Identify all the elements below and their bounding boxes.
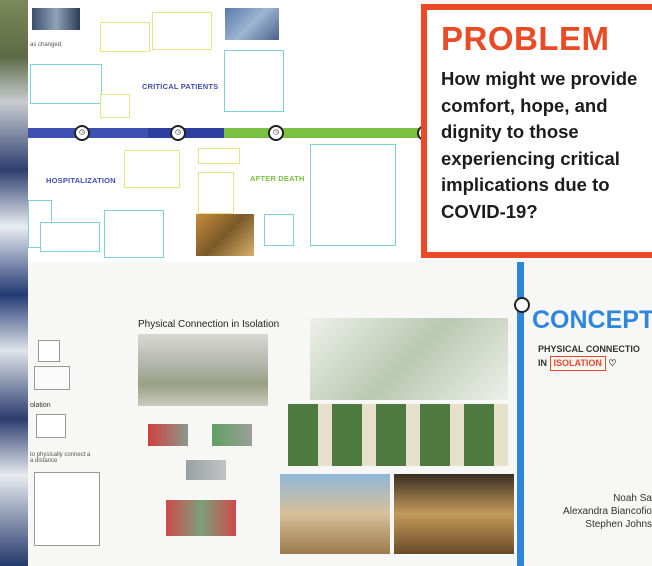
sticky-note[interactable]: [264, 214, 294, 246]
side-note-2: to physically connect a a distance: [30, 452, 91, 464]
concept-divider-line: [517, 262, 524, 566]
exploded-room-diagram: [310, 318, 508, 400]
room-photo-2: [394, 474, 514, 554]
problem-frame[interactable]: PROBLEM How might we provide comfort, ho…: [421, 4, 652, 258]
heart-icon: ♡: [608, 358, 617, 368]
side-note: olation: [30, 402, 51, 409]
sketch-figures: [34, 472, 100, 546]
name-line: Stephen Johns: [585, 519, 652, 530]
physical-connection-title: Physical Connection in Isolation: [138, 319, 280, 330]
name-line: Noah Sa: [613, 493, 652, 504]
timeline-node-icon[interactable]: ◷: [170, 125, 186, 141]
timeline-node-icon[interactable]: ◷: [268, 125, 284, 141]
timeline-segment-navy: [148, 128, 224, 138]
sticky-note[interactable]: [100, 94, 130, 118]
hospital-photo-1: [32, 8, 80, 30]
top-note: as changed.: [30, 42, 63, 48]
hospital-photo-2: [225, 8, 279, 40]
problem-statement: How might we provide comfort, hope, and …: [441, 68, 638, 222]
module-render: [212, 424, 252, 446]
after-death-label: AFTER DEATH: [250, 174, 305, 183]
background-photo-left: [0, 0, 28, 566]
sketch-thumb: [34, 366, 70, 390]
timeline-segment-green: [224, 128, 420, 138]
building-render: [138, 334, 268, 406]
module-render: [186, 460, 226, 480]
sticky-note[interactable]: [224, 50, 284, 112]
sticky-note[interactable]: [30, 64, 102, 104]
timeline-node-icon[interactable]: ◷: [74, 125, 90, 141]
sticky-note[interactable]: [198, 172, 234, 214]
concept-node[interactable]: [514, 297, 530, 313]
sticky-note[interactable]: [40, 222, 100, 252]
isolation-tag: ISOLATION: [549, 356, 606, 371]
concept-subtitle: PHYSICAL CONNECTIO IN ISOLATION ♡: [538, 343, 640, 371]
sticky-note[interactable]: [124, 150, 180, 188]
hospitalization-label: HOSPITALIZATION: [46, 176, 116, 185]
research-sheet[interactable]: as changed. CRITICAL PATIENTS ◷ ◷ ◷ HOSP…: [28, 0, 420, 262]
problem-title: PROBLEM: [441, 20, 610, 57]
sticky-note[interactable]: [310, 144, 396, 246]
sketch-thumb: [36, 414, 66, 438]
sticky-note[interactable]: [104, 210, 164, 258]
sticky-note[interactable]: [152, 12, 212, 50]
critical-patients-label: CRITICAL PATIENTS: [142, 82, 219, 91]
memorial-photo: [196, 214, 254, 256]
room-thumbnails: [288, 404, 508, 466]
module-render: [166, 500, 236, 536]
team-names: Noah Sa Alexandra Biancofio Stephen John…: [540, 492, 652, 531]
concept-subtitle-line1: PHYSICAL CONNECTIO: [538, 344, 640, 354]
concept-title: CONCEPT: [532, 306, 652, 334]
room-photo-1: [280, 474, 390, 554]
sticky-note[interactable]: [198, 148, 240, 164]
name-line: Alexandra Biancofio: [563, 506, 652, 517]
sticky-note[interactable]: [100, 22, 150, 52]
concept-subtitle-prefix: IN: [538, 358, 547, 368]
module-render: [148, 424, 188, 446]
sketch-thumb: [38, 340, 60, 362]
